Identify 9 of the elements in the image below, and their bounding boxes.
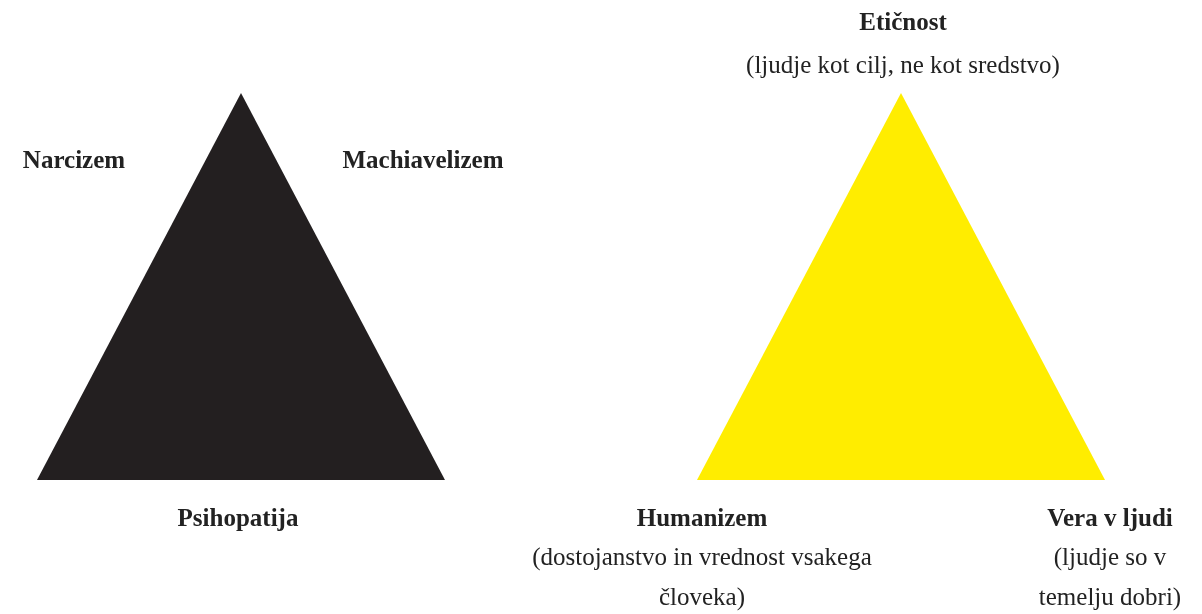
vertex-label: Etičnost	[858, 7, 948, 37]
vertex-label: Psihopatija	[176, 503, 300, 533]
vertex-description: (ljudje so v temelju dobri)	[1037, 542, 1183, 612]
vertex-label: Machiavelizem	[341, 145, 505, 175]
vertex-label: Humanizem	[635, 503, 769, 533]
vertex-description: (ljudje kot cilj, ne kot sredstvo)	[745, 50, 1061, 81]
vertex-label: Narcizem	[21, 145, 127, 175]
vertex-label: Vera v ljudi	[1046, 503, 1174, 533]
vertex-description: (dostojanstvo in vrednost vsakega človeka)	[532, 542, 872, 612]
